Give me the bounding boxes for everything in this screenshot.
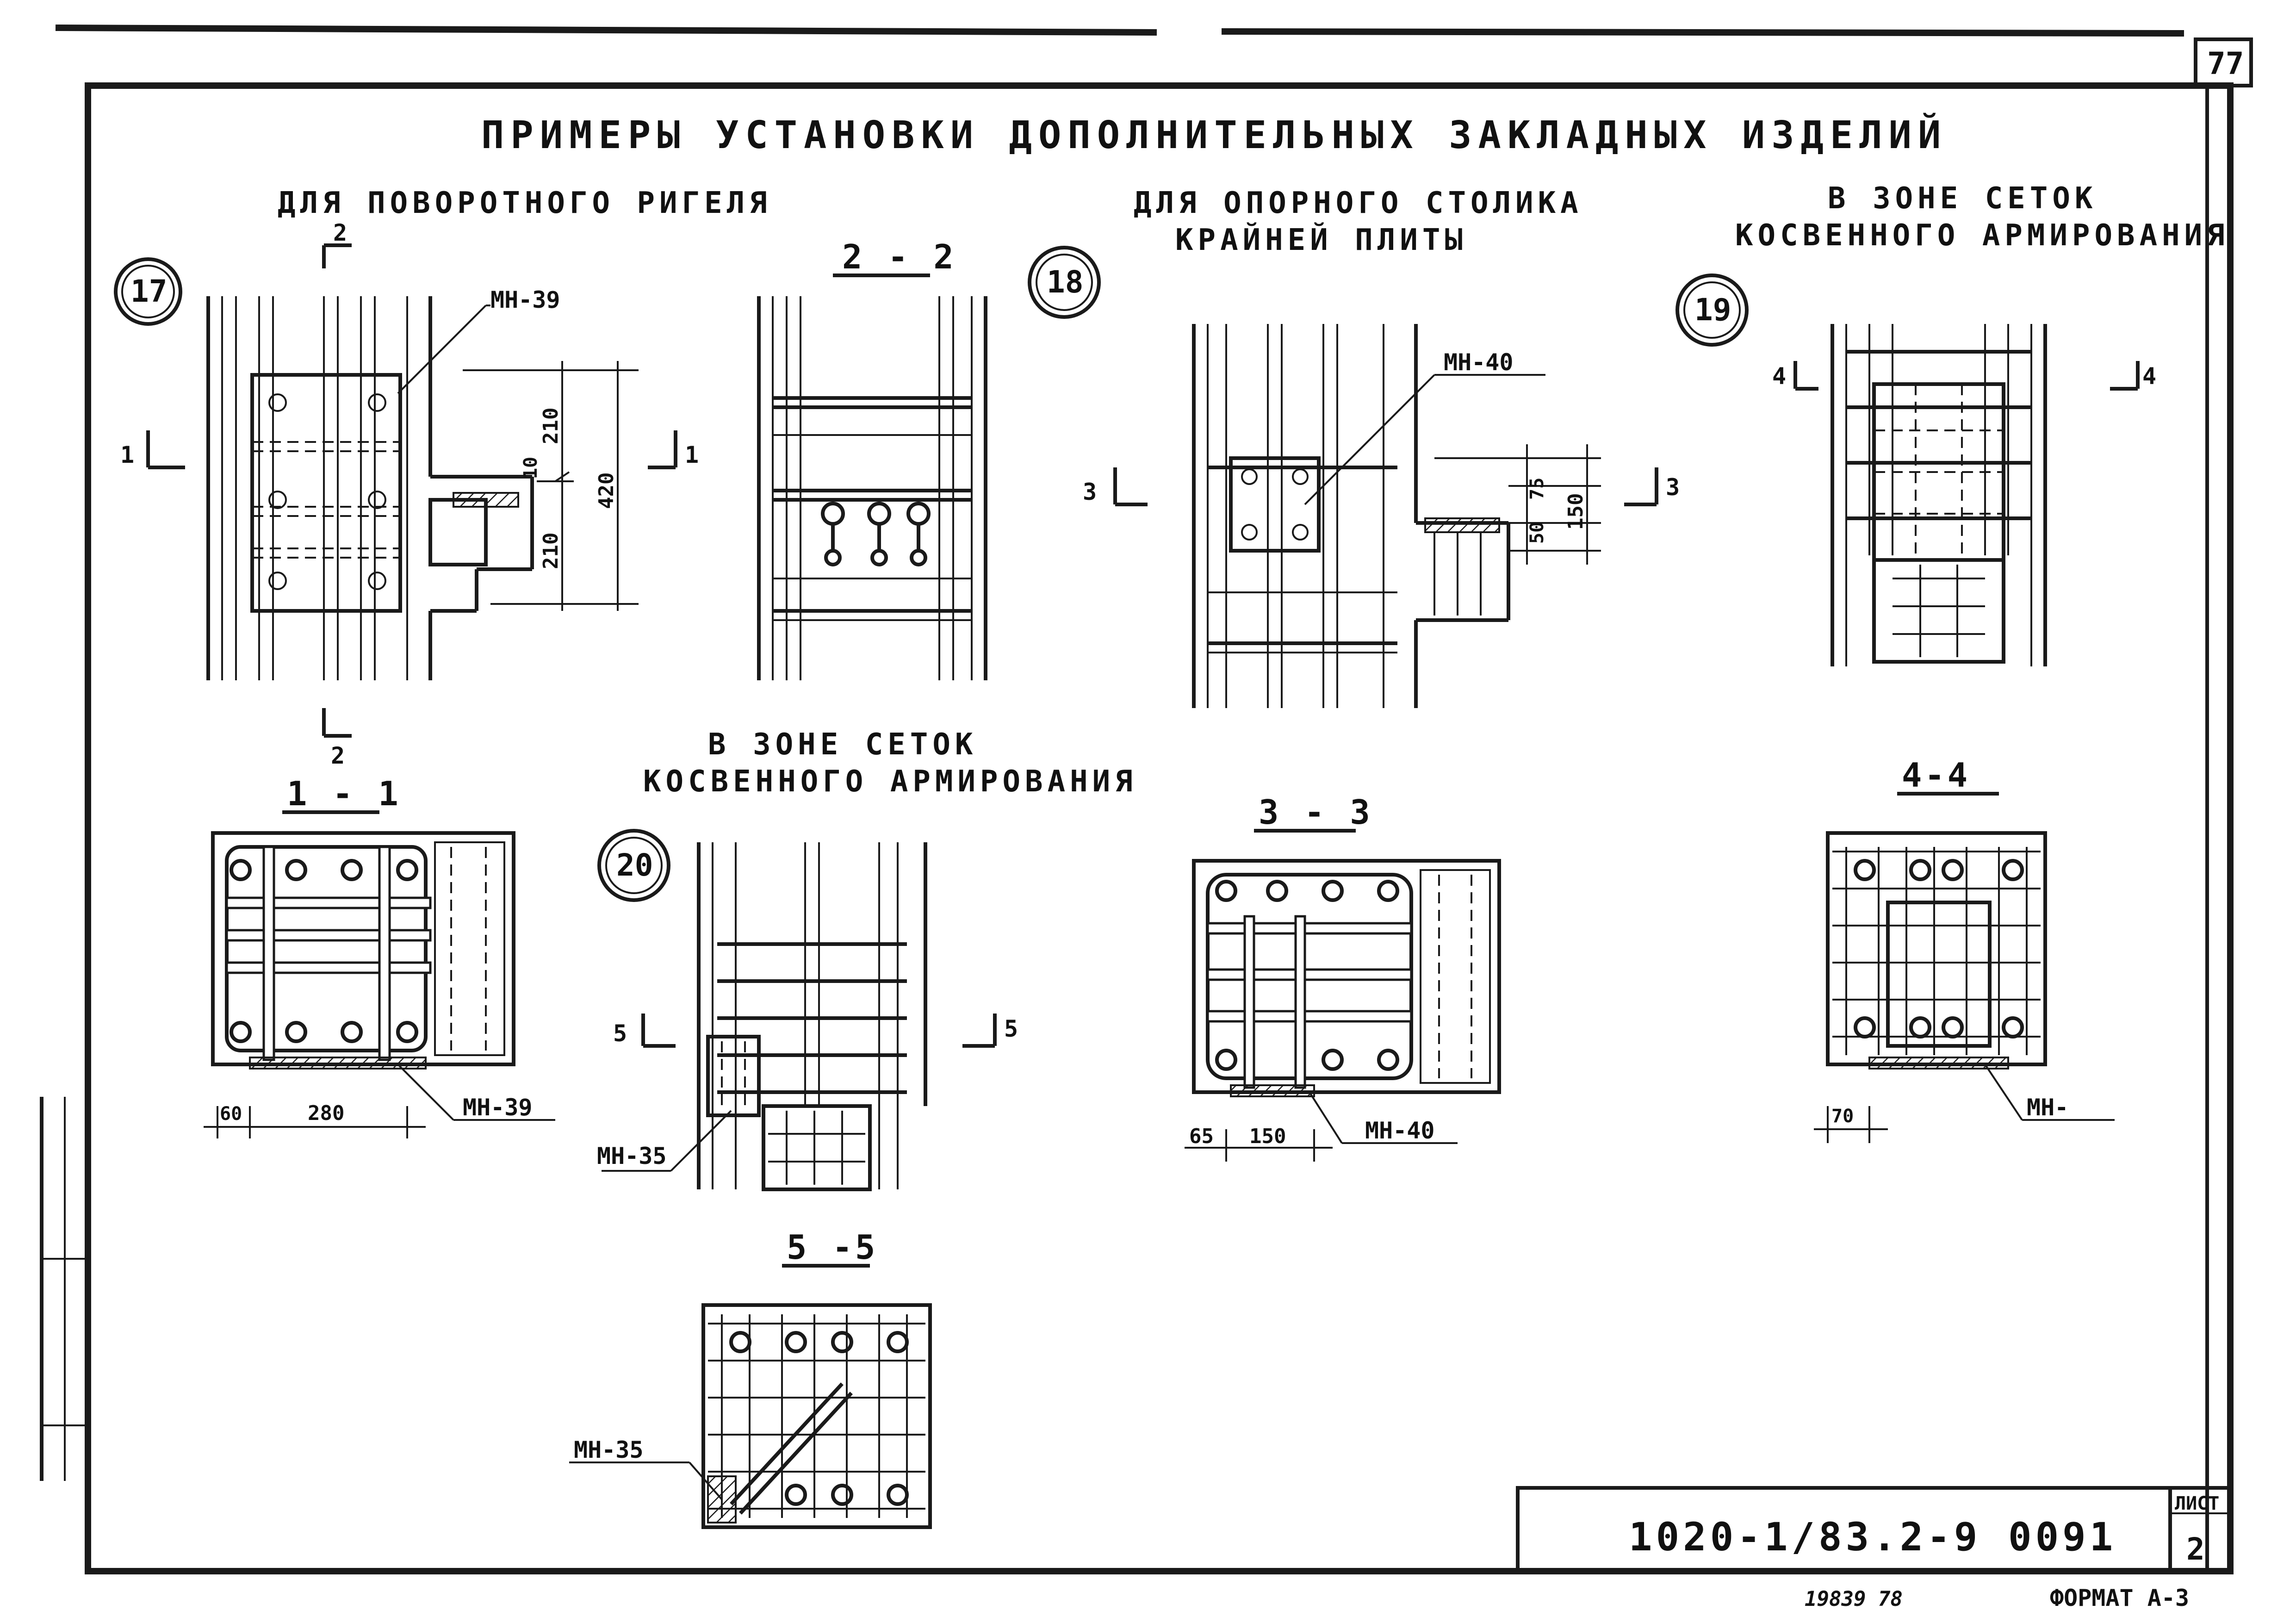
sheet-title: ПРИМЕРЫ УСТАНОВКИ ДОПОЛНИТЕЛЬНЫХ ЗАКЛАДН… xyxy=(481,113,1947,157)
section-1-1-label: 1 - 1 xyxy=(287,774,401,813)
dim-210-upper: 210 xyxy=(539,408,563,444)
inventory-number: 19839 78 xyxy=(1805,1587,1903,1611)
list-label: ЛИСТ xyxy=(2175,1493,2219,1514)
part-mn39-label-section: МН-39 xyxy=(463,1094,533,1121)
node-20-label: 20 xyxy=(616,847,653,883)
section-3-3-label: 3 - 3 xyxy=(1259,793,1373,832)
part-mn35-label-top: МН-35 xyxy=(597,1143,667,1169)
section-4-4-label: 4-4 xyxy=(1902,756,1970,795)
cut-1-left-label: 1 xyxy=(120,442,134,468)
node-18-label: 18 xyxy=(1047,264,1083,300)
page-number: 77 xyxy=(2207,46,2244,81)
node-19-label: 19 xyxy=(1694,292,1731,328)
part-mn-label-section-4: МН- xyxy=(2027,1094,2068,1121)
heading-mesh-zone-c-l2: КОСВЕННОГО АРМИРОВАНИЯ xyxy=(1735,218,2229,253)
dim-65: 65 xyxy=(1189,1125,1214,1148)
section-2-2-label: 2 - 2 xyxy=(842,237,956,276)
cut-5-left-label: 5 xyxy=(613,1020,627,1047)
cut-2-bottom-label: 2 xyxy=(331,742,345,769)
node-17-dimensions: 210 10 210 420 xyxy=(463,361,639,611)
part-mn35-label-section: МН-35 xyxy=(574,1436,644,1463)
heading-mesh-zone-d-l1: В ЗОНЕ СЕТОК xyxy=(708,728,977,762)
format-label: ФОРМАТ А-3 xyxy=(2050,1585,2189,1611)
dim-75: 75 xyxy=(1527,478,1548,500)
cut-2-top-label: 2 xyxy=(333,219,347,246)
sheet-frame xyxy=(40,25,2253,1574)
node-17-label: 17 xyxy=(130,274,167,309)
cut-4-left-label: 4 xyxy=(1772,363,1786,390)
node-20-marker: 20 xyxy=(597,829,670,902)
section-3-3-drawing: МН-40 65 150 xyxy=(1185,859,1501,1162)
node-18-dimensions: 50 75 150 xyxy=(1434,444,1601,565)
node-18-marker: 18 xyxy=(1028,246,1101,319)
node-17-marker: 17 xyxy=(114,257,182,326)
dim-70: 70 xyxy=(1831,1106,1854,1127)
stamp-code: 1020-1/83.2-9 0091 xyxy=(1629,1514,2116,1560)
cut-5-right-label: 5 xyxy=(1004,1015,1018,1042)
dim-50: 50 xyxy=(1527,522,1548,544)
dim-420: 420 xyxy=(595,473,618,509)
section-2-2-drawing xyxy=(757,296,987,680)
part-mn40-label-section: МН-40 xyxy=(1365,1117,1435,1144)
section-4-4-drawing: МН- 70 xyxy=(1814,831,2115,1143)
cut-1-right-label: 1 xyxy=(685,442,699,468)
heading-mesh-zone-d-l2: КОСВЕННОГО АРМИРОВАНИЯ xyxy=(643,765,1137,799)
section-1-1-drawing: МН-39 60 280 xyxy=(204,831,555,1138)
list-number: 2 xyxy=(2186,1531,2205,1567)
part-mn40-label-top: МН-40 xyxy=(1444,349,1514,376)
dim-280: 280 xyxy=(308,1101,344,1125)
dim-210-lower: 210 xyxy=(539,533,563,569)
node-19-marker: 19 xyxy=(1675,274,1749,347)
section-5-5-drawing: МН-35 xyxy=(569,1303,932,1529)
node-18-elevation: МН-40 3 3 xyxy=(1083,324,1680,708)
cut-4-right-label: 4 xyxy=(2142,363,2156,390)
node-20-elevation: МН-35 5 5 xyxy=(597,842,1018,1191)
heading-rotary-beam: ДЛЯ ПОВОРОТНОГО РИГЕЛЯ xyxy=(278,186,772,220)
title-stamp: 1020-1/83.2-9 0091 ЛИСТ 2 xyxy=(1516,1486,2232,1573)
heading-support-table-l1: ДЛЯ ОПОРНОГО СТОЛИКА xyxy=(1134,186,1583,220)
node-17-elevation: МН-39 2 2 1 1 xyxy=(120,219,699,769)
section-5-5-label: 5 -5 xyxy=(787,1228,878,1267)
part-mn39-label-top: МН-39 xyxy=(490,286,560,313)
dim-60: 60 xyxy=(220,1103,242,1125)
heading-support-table-l2: КРАЙНЕЙ ПЛИТЫ xyxy=(1175,222,1467,257)
dim-150-horiz: 150 xyxy=(1249,1125,1286,1148)
cut-3-left-label: 3 xyxy=(1083,479,1097,505)
dim-150-vert: 150 xyxy=(1564,493,1588,530)
heading-mesh-zone-c-l1: В ЗОНЕ СЕТОК xyxy=(1828,181,2097,216)
dim-10: 10 xyxy=(520,457,541,479)
cut-3-right-label: 3 xyxy=(1666,474,1680,501)
node-19-elevation: 4 4 xyxy=(1772,324,2156,666)
